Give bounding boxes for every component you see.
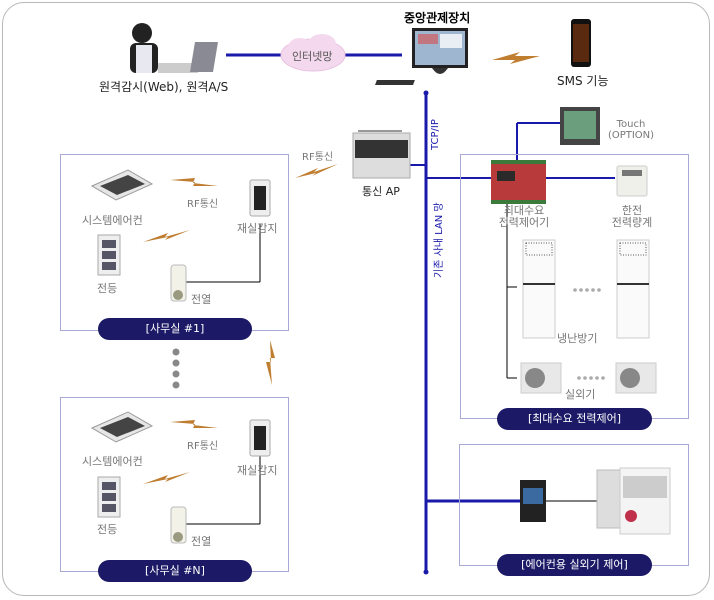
demand-controller-icon xyxy=(491,160,546,204)
central-control-title: 중앙관제장치 xyxy=(404,11,471,25)
ap-device-icon xyxy=(352,130,411,179)
outdoor-group-title: [에어컨용 실외기 제어] xyxy=(497,554,652,576)
roomN-rf-label: RF통신 xyxy=(187,441,219,452)
room1-light-label: 전등 xyxy=(97,282,118,295)
internet-label: 인터넷망 xyxy=(292,50,333,63)
outdoor-group-box xyxy=(459,444,689,566)
roomN-light-label: 전등 xyxy=(97,523,118,536)
demand-group-box xyxy=(460,154,689,419)
bolt-between-icon xyxy=(266,340,275,385)
heater-cooler-label: 냉난방기 xyxy=(557,332,598,345)
roomN-title: [사무실 #N] xyxy=(98,560,252,582)
kepco-meter-label: 한전 전력량계 xyxy=(611,204,653,229)
smartphone-icon xyxy=(571,19,591,67)
outdoor-controller-icon xyxy=(520,480,546,522)
outdoor-unit-icon xyxy=(520,362,657,394)
touch-label: Touch (OPTION) xyxy=(607,119,655,141)
bolt-sms-icon xyxy=(492,52,540,64)
central-monitor-icon xyxy=(375,28,468,85)
bolt-roomN-bottom-icon xyxy=(143,472,190,484)
roomN-aircon-label: 시스템에어컨 xyxy=(82,455,143,468)
power-meter-icon xyxy=(616,165,648,197)
demand-controller-label: 최대수요 전력제어기 xyxy=(498,204,550,229)
outdoor-unit-label: 실외기 xyxy=(565,388,596,401)
room1-aircon-label: 시스템에어컨 xyxy=(82,214,143,227)
bolt-roomN-top-icon xyxy=(170,420,218,428)
standing-ac-icon xyxy=(522,239,650,339)
vrf-outdoor-unit-icon xyxy=(596,467,671,535)
lan-bottom-dot xyxy=(423,569,429,575)
lan-label: 기존 사내 LAN 망 xyxy=(434,202,445,278)
bolt-room1-top-icon xyxy=(170,178,218,186)
bolt-room1-bottom-icon xyxy=(143,230,190,242)
sms-label: SMS 기능 xyxy=(557,74,609,88)
room1-rf-label: RF통신 xyxy=(187,199,219,210)
tcpip-label: TCP/IP xyxy=(430,119,441,150)
room1-heater-label: 전열 xyxy=(191,293,212,306)
room1-box xyxy=(60,154,289,331)
room1-devices xyxy=(90,169,271,302)
roomN-occupancy-label: 재실감지 xyxy=(237,464,278,477)
room1-title: [사무실 #1] xyxy=(98,318,252,340)
internet-cloud-icon xyxy=(280,34,346,72)
roomN-heater-label: 전열 xyxy=(191,535,212,548)
ap-label: 통신 AP xyxy=(362,185,400,198)
remote-user-label: 원격감시(Web), 원격A/S xyxy=(99,80,229,94)
roomN-devices xyxy=(90,411,271,544)
bolt-ap-icon xyxy=(295,164,338,178)
operator-icon xyxy=(130,23,218,73)
room1-occupancy-label: 재실감지 xyxy=(237,222,278,235)
lan-top-dot xyxy=(423,90,429,96)
rf-ap-label: RF통신 xyxy=(302,152,334,163)
roomN-box xyxy=(60,397,289,572)
demand-group-title: [최대수요 전력제어] xyxy=(497,408,652,430)
touch-panel-icon xyxy=(560,107,600,145)
